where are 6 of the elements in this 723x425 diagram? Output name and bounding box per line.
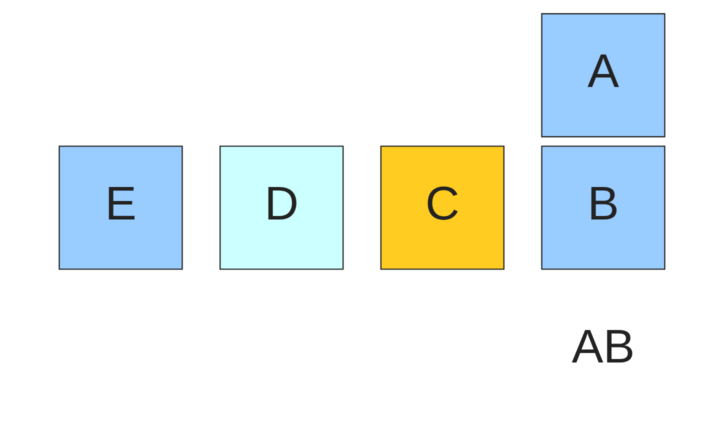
node-box: C [380,145,504,270]
node-box: D [219,145,344,270]
node-box: A [540,12,665,137]
label: AB [571,320,634,374]
node-box: B [540,145,665,270]
node-box: E [58,145,182,270]
